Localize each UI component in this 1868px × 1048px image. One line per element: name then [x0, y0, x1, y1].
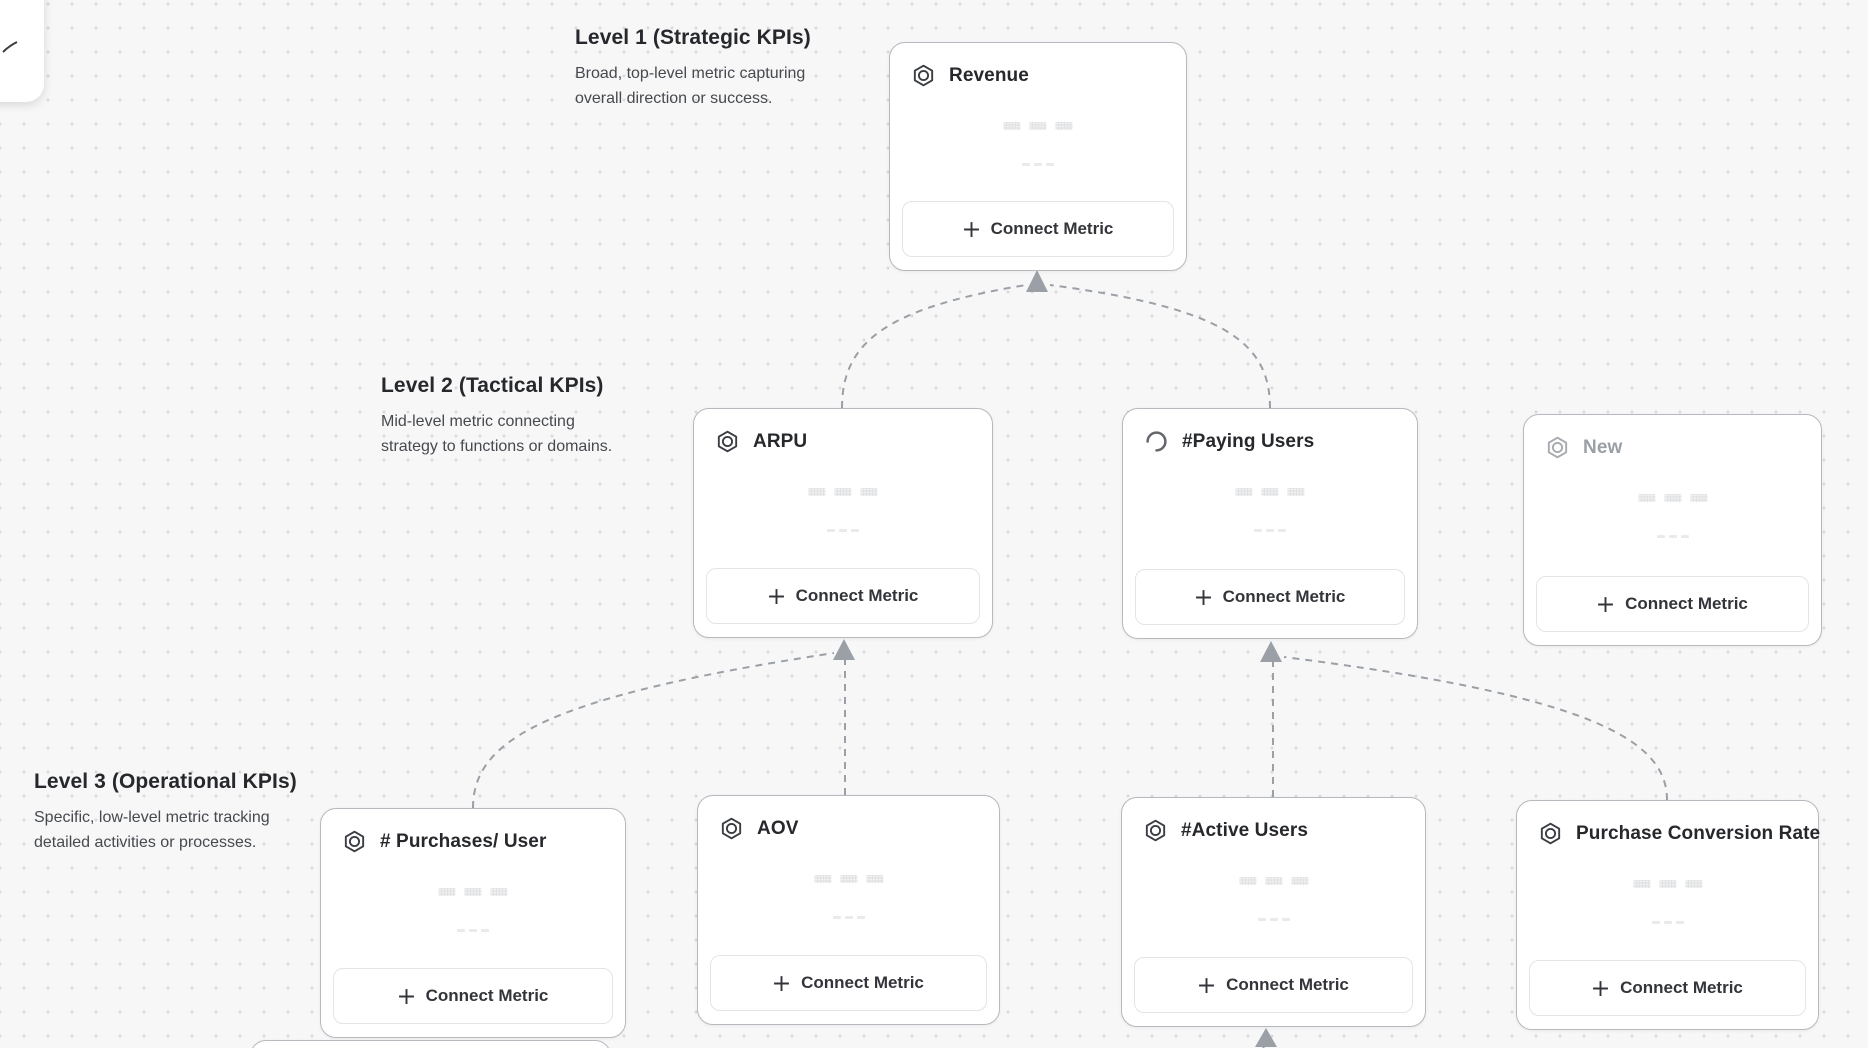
- metric-card-purchases-per-user[interactable]: # Purchases/ User Connect Metric: [320, 808, 626, 1038]
- metric-preview-skeleton: [832, 916, 865, 919]
- connect-metric-button[interactable]: Connect Metric: [710, 955, 987, 1011]
- connector-pcr-to-paying: [1283, 656, 1668, 801]
- metric-card-title: #Active Users: [1181, 819, 1308, 841]
- metric-card-title: Purchase Conversion Rate: [1576, 822, 1821, 844]
- connect-metric-button[interactable]: Connect Metric: [902, 201, 1174, 257]
- arrowhead-revenue: [1026, 270, 1048, 292]
- plus-icon: [773, 975, 790, 992]
- metric-preview-skeleton: [1638, 494, 1707, 502]
- metric-preview-skeleton: [827, 529, 859, 532]
- level-3-description: Specific, low-level metric tracking deta…: [34, 809, 270, 851]
- metric-hexagon-icon: [912, 64, 935, 87]
- connect-metric-button[interactable]: Connect Metric: [1536, 576, 1809, 632]
- metric-hexagon-icon: [343, 830, 366, 853]
- level-1-description: Broad, top-level metric capturing overal…: [575, 65, 806, 107]
- metric-preview-skeleton: [1239, 877, 1308, 885]
- metric-preview-skeleton: [1254, 529, 1286, 532]
- metric-preview-skeleton: [1656, 535, 1689, 538]
- metric-hexagon-icon: [1539, 822, 1562, 845]
- metric-preview-skeleton: [1651, 921, 1684, 924]
- metric-preview-skeleton: [457, 929, 489, 932]
- metric-card-title: Revenue: [949, 64, 1029, 86]
- plus-icon: [1592, 980, 1609, 997]
- metric-card-arpu[interactable]: ARPU Connect Metric: [693, 408, 993, 638]
- plus-icon: [963, 221, 980, 238]
- metric-card-title: AOV: [757, 817, 799, 839]
- level-3-label: Level 3 (Operational KPIs) Specific, low…: [34, 770, 297, 855]
- metric-card-revenue[interactable]: Revenue Connect Metric: [889, 42, 1187, 271]
- metric-hexagon-icon: [720, 817, 743, 840]
- metric-card-active-users[interactable]: #Active Users Connect Metric: [1121, 797, 1426, 1027]
- metric-card-title: # Purchases/ User: [380, 830, 547, 852]
- connector-paying-users-to-revenue: [1049, 284, 1271, 409]
- metric-hexagon-icon: [1144, 819, 1167, 842]
- connector-arpu-to-revenue: [841, 284, 1027, 409]
- metric-card-aov[interactable]: AOV Connect Metric: [697, 795, 1000, 1025]
- metric-card-new[interactable]: New Connect Metric: [1523, 414, 1822, 646]
- metric-preview-skeleton: [438, 888, 508, 896]
- metric-preview-skeleton: [1235, 488, 1305, 496]
- metric-card-purchase-conversion-rate[interactable]: Purchase Conversion Rate Connect Metric: [1516, 800, 1821, 1030]
- cursor-icon: [2, 41, 18, 53]
- metric-preview-skeleton: [1257, 918, 1290, 921]
- metric-card-title: New: [1583, 436, 1623, 458]
- arrowhead-paying-users: [1260, 641, 1282, 662]
- plus-icon: [1195, 589, 1212, 606]
- connect-metric-button[interactable]: Connect Metric: [1135, 569, 1405, 625]
- connect-metric-button[interactable]: Connect Metric: [1529, 960, 1806, 1016]
- level-2-title: Level 2 (Tactical KPIs): [381, 374, 604, 397]
- metric-preview-skeleton: [1003, 122, 1073, 130]
- plus-icon: [398, 988, 415, 1005]
- level-3-title: Level 3 (Operational KPIs): [34, 770, 297, 793]
- arrowhead-arpu: [833, 639, 855, 660]
- metric-preview-skeleton: [808, 488, 878, 496]
- loading-spinner-icon: [1145, 430, 1168, 453]
- level-1-label: Level 1 (Strategic KPIs) Broad, top-leve…: [575, 26, 811, 111]
- metric-preview-skeleton: [1022, 163, 1054, 166]
- metric-preview-skeleton: [814, 875, 883, 883]
- metric-preview-skeleton: [1633, 880, 1702, 888]
- plus-icon: [1597, 596, 1614, 613]
- level-1-title: Level 1 (Strategic KPIs): [575, 26, 811, 49]
- metric-card-partial-bottom[interactable]: [250, 1040, 611, 1048]
- connect-metric-button[interactable]: Connect Metric: [1134, 957, 1413, 1013]
- connect-metric-button[interactable]: Connect Metric: [333, 968, 613, 1024]
- plus-icon: [1198, 977, 1215, 994]
- metric-card-paying-users[interactable]: #Paying Users Connect Metric: [1122, 408, 1418, 639]
- connector-purchases-to-arpu: [472, 652, 835, 809]
- metric-card-title: #Paying Users: [1182, 430, 1315, 452]
- metric-card-title: ARPU: [753, 430, 808, 452]
- level-2-description: Mid-level metric connecting strategy to …: [381, 413, 613, 455]
- floating-toolbar-partial[interactable]: [0, 0, 44, 102]
- connect-metric-button[interactable]: Connect Metric: [706, 568, 980, 624]
- metric-hexagon-icon: [1546, 436, 1569, 459]
- metric-hexagon-icon: [716, 430, 739, 453]
- level-2-label: Level 2 (Tactical KPIs) Mid-level metric…: [381, 374, 612, 459]
- arrowhead-active-users: [1255, 1028, 1277, 1047]
- plus-icon: [768, 588, 785, 605]
